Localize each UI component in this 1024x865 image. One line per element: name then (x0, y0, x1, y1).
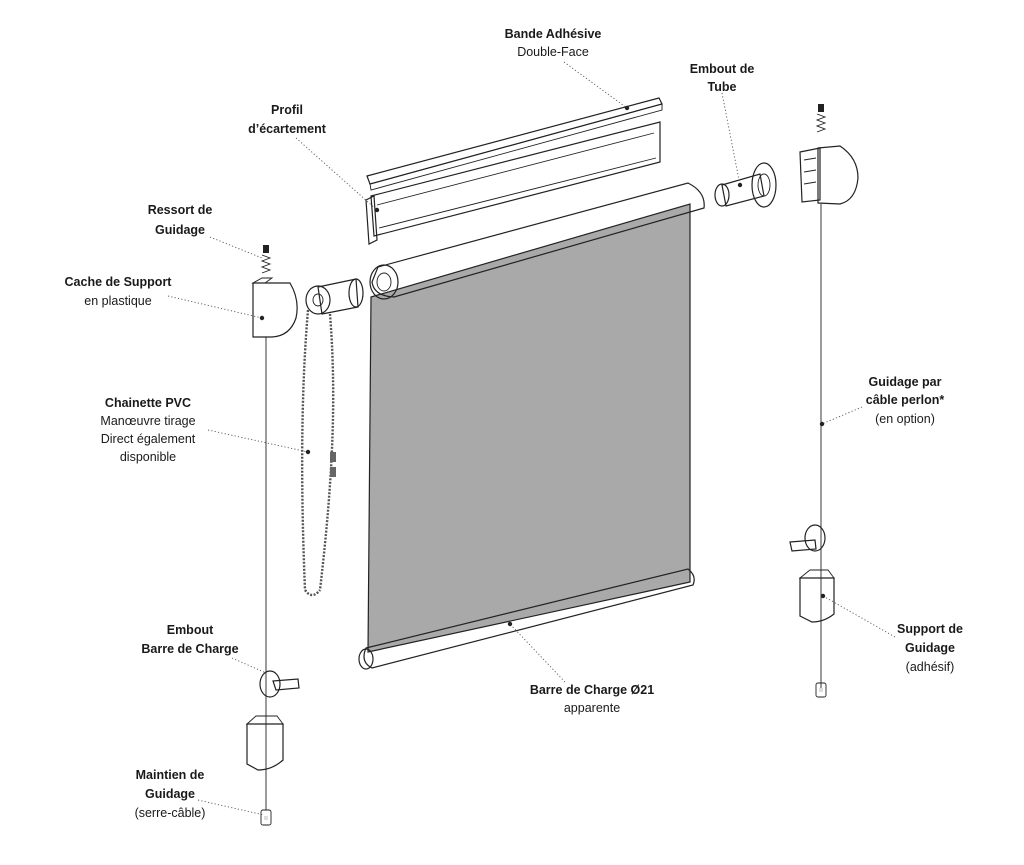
label-ressort: Ressort de Guidage (148, 203, 213, 237)
load-bar-end-cap-left (259, 670, 300, 698)
svg-text:(en option): (en option) (875, 412, 935, 426)
roller-tube-and-fabric (358, 182, 705, 670)
guide-spring (260, 245, 272, 274)
left-cable-clamp (260, 809, 272, 826)
svg-text:câble perlon*: câble perlon* (866, 393, 945, 407)
left-guide-holder (245, 715, 284, 771)
label-chainette: Chainette PVC Manœuvre tirage Direct éga… (100, 396, 195, 464)
label-embout-tube: Embout de Tube (690, 62, 755, 94)
svg-text:Barre de Charge: Barre de Charge (141, 642, 238, 656)
tube-end-cap (714, 162, 777, 208)
right-bracket (799, 145, 859, 205)
svg-text:Guidage par: Guidage par (869, 375, 942, 389)
leader-lines (167, 61, 896, 816)
svg-text:Cache de Support: Cache de Support (65, 275, 173, 289)
load-bar-end-cap-right (789, 524, 826, 552)
svg-text:Guidage: Guidage (155, 223, 205, 237)
svg-text:Barre de Charge Ø21: Barre de Charge Ø21 (530, 683, 654, 697)
right-guide-spring (815, 104, 827, 133)
svg-text:Support de: Support de (897, 622, 963, 636)
right-cable-clamp (815, 682, 827, 698)
pvc-chain (300, 309, 336, 597)
svg-text:Embout: Embout (167, 623, 214, 637)
svg-text:Profil: Profil (271, 103, 303, 117)
svg-text:Embout de: Embout de (690, 62, 755, 76)
svg-text:Ressort de: Ressort de (148, 203, 213, 217)
plastic-bracket-cover (251, 277, 298, 338)
label-embout-barre: Embout Barre de Charge (141, 623, 238, 656)
label-support-guidage: Support de Guidage (adhésif) (897, 622, 963, 674)
svg-text:Direct également: Direct également (101, 432, 196, 446)
label-cache-support: Cache de Support en plastique (65, 275, 173, 308)
svg-text:en plastique: en plastique (84, 294, 151, 308)
double-sided-adhesive-strip (366, 97, 663, 191)
label-guidage-cable: Guidage par câble perlon* (en option) (866, 375, 945, 426)
svg-text:Bande Adhésive: Bande Adhésive (505, 27, 602, 41)
right-guide-support (798, 569, 835, 623)
spacer-profile (365, 121, 661, 245)
chain-clutch-mechanism (305, 278, 364, 315)
svg-text:disponible: disponible (120, 450, 176, 464)
svg-text:d’écartement: d’écartement (248, 122, 327, 136)
svg-text:(adhésif): (adhésif) (906, 660, 955, 674)
label-barre-charge: Barre de Charge Ø21 apparente (530, 683, 654, 715)
label-profil: Profil d’écartement (248, 103, 327, 136)
svg-text:Guidage: Guidage (145, 787, 195, 801)
svg-text:Tube: Tube (708, 80, 737, 94)
svg-text:Maintien de: Maintien de (136, 768, 205, 782)
label-bande-adhesive: Bande Adhésive Double-Face (505, 27, 602, 59)
svg-text:Chainette PVC: Chainette PVC (105, 396, 191, 410)
svg-text:Double-Face: Double-Face (517, 45, 589, 59)
svg-text:(serre-câble): (serre-câble) (135, 806, 206, 820)
label-maintien: Maintien de Guidage (serre-câble) (135, 768, 206, 820)
svg-text:Manœuvre tirage: Manœuvre tirage (100, 414, 195, 428)
svg-text:Guidage: Guidage (905, 641, 955, 655)
svg-text:apparente: apparente (564, 701, 620, 715)
